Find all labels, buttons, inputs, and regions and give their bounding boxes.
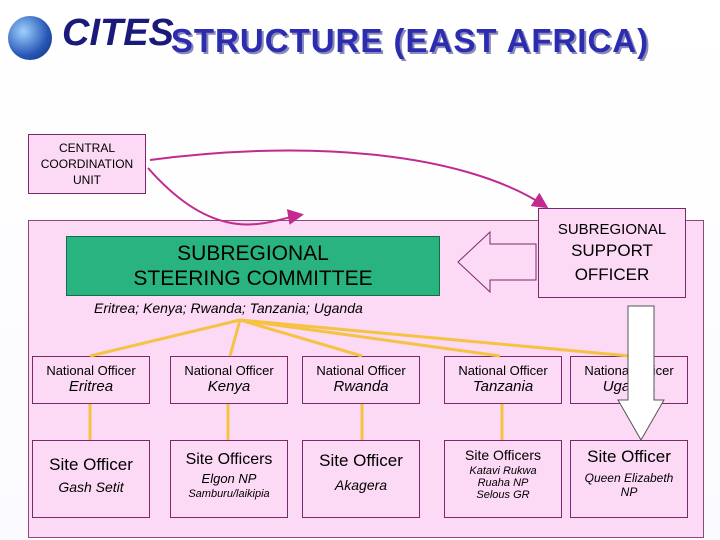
site-place: Katavi Rukwa bbox=[469, 465, 537, 477]
support-officer-line1: SUBREGIONAL bbox=[557, 221, 667, 238]
site-place: Gash Setit bbox=[58, 479, 124, 495]
support-officer-line3: OFFICER bbox=[574, 265, 650, 284]
national-officer-country: Rwanda bbox=[333, 378, 389, 395]
steering-committee-line1: SUBREGIONAL bbox=[177, 242, 329, 265]
site-officer-label: Site Officer bbox=[319, 451, 403, 470]
support-officer-line2: SUPPORT bbox=[571, 241, 653, 260]
national-officer-country: Uganda bbox=[602, 378, 656, 395]
national-officer-country: Tanzania bbox=[472, 378, 534, 395]
national-officer-country: Kenya bbox=[207, 378, 251, 395]
national-officer-label: National Officer bbox=[584, 363, 674, 378]
site-place-2: Samburu/laikipia bbox=[188, 488, 270, 500]
site-officer-label: Site Officer bbox=[49, 455, 133, 474]
national-officer-label: National Officer bbox=[316, 363, 406, 378]
national-officer-kenya: National Officer Kenya bbox=[170, 356, 288, 404]
site-place-3: Selous GR bbox=[476, 489, 530, 501]
cites-logo: CITES bbox=[62, 12, 174, 54]
national-officer-rwanda: National Officer Rwanda bbox=[302, 356, 420, 404]
national-officer-label: National Officer bbox=[458, 363, 548, 378]
national-officer-tanzania: National Officer Tanzania bbox=[444, 356, 562, 404]
site-place: Elgon NP bbox=[201, 471, 257, 486]
steering-committee-line2: STEERING COMMITTEE bbox=[133, 267, 373, 290]
site-officer-label: Site Officers bbox=[185, 451, 273, 468]
support-officer: SUBREGIONAL SUPPORT OFFICER bbox=[538, 208, 686, 298]
national-officer-country: Eritrea bbox=[68, 378, 114, 395]
curved-arrow bbox=[149, 149, 549, 209]
national-officer-label: National Officer bbox=[184, 363, 274, 378]
site-officer-label: Site Officers bbox=[465, 447, 541, 463]
national-officer-label: National Officer bbox=[46, 363, 136, 378]
site-officer-uganda: Site Officer Queen Elizabeth NP bbox=[570, 440, 688, 518]
site-officer-rwanda: Site Officer Akagera bbox=[302, 440, 420, 518]
site-officer-kenya: Site Officers Elgon NP Samburu/laikipia bbox=[170, 440, 288, 518]
curved-arrow bbox=[147, 167, 304, 226]
steering-committee: SUBREGIONAL STEERING COMMITTEE bbox=[66, 236, 440, 296]
national-officer-uganda: National Officer Uganda bbox=[570, 356, 688, 404]
site-place-2: Ruaha NP bbox=[477, 477, 529, 489]
globe-icon bbox=[8, 16, 52, 60]
site-officer-tanzania: Site Officers Katavi Rukwa Ruaha NP Selo… bbox=[444, 440, 562, 518]
site-place: Queen Elizabeth bbox=[584, 471, 674, 485]
central-coordination-unit: CENTRAL COORDINATION UNIT bbox=[28, 134, 146, 194]
site-place: Akagera bbox=[334, 477, 388, 493]
page-title: STRUCTURE (EAST AFRICA) bbox=[170, 22, 650, 59]
site-officer-label: Site Officer bbox=[587, 447, 671, 466]
site-place-2: NP bbox=[620, 485, 638, 499]
countries-list: Eritrea; Kenya; Rwanda; Tanzania; Uganda bbox=[94, 300, 363, 316]
site-officer-eritrea: Site Officer Gash Setit bbox=[32, 440, 150, 518]
national-officer-eritrea: National Officer Eritrea bbox=[32, 356, 150, 404]
